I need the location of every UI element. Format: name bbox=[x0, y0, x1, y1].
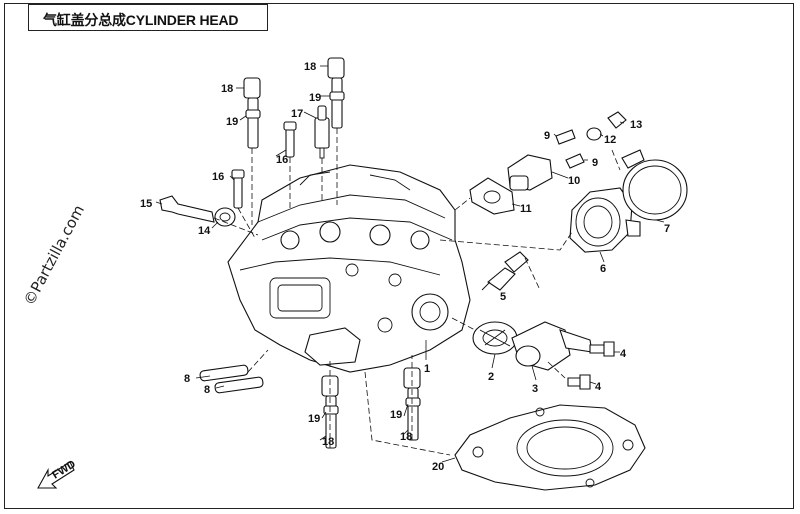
callout-4-lower: 4 bbox=[595, 381, 602, 393]
leader-lines bbox=[155, 65, 665, 463]
callout-6: 6 bbox=[600, 263, 606, 275]
hose-clamp bbox=[621, 149, 688, 221]
callout-8-upper: 8 bbox=[184, 373, 190, 385]
cap-bolt bbox=[607, 111, 627, 129]
chain-tensioner bbox=[507, 154, 553, 191]
callout-19-lower-right: 19 bbox=[390, 409, 402, 421]
callout-3: 3 bbox=[532, 383, 538, 395]
bolt-9-lower bbox=[565, 153, 585, 169]
callout-17: 17 bbox=[291, 108, 303, 120]
callout-19-upper-right: 19 bbox=[309, 92, 321, 104]
title-box: 气缸盖分总成CYLINDER HEAD bbox=[28, 4, 268, 31]
fwd-arrow: FWD bbox=[37, 458, 78, 489]
sealing-washer bbox=[586, 127, 602, 141]
assembly-lines bbox=[213, 128, 621, 456]
diagram-title: 气缸盖分总成CYLINDER HEAD bbox=[43, 12, 239, 28]
head-bolt-lower-left bbox=[321, 375, 339, 449]
callout-1: 1 bbox=[424, 363, 430, 375]
dowel-pin-lower bbox=[214, 376, 264, 394]
callout-4-upper: 4 bbox=[620, 348, 627, 360]
fwd-label: FWD bbox=[50, 458, 78, 481]
head-gasket bbox=[454, 404, 646, 491]
callout-14: 14 bbox=[198, 225, 211, 237]
callout-9-lower: 9 bbox=[592, 157, 598, 169]
callout-12: 12 bbox=[604, 134, 616, 146]
head-bolt-upper-left bbox=[243, 77, 261, 149]
thermostat-cover bbox=[511, 321, 593, 371]
bolt-4-upper bbox=[589, 341, 615, 357]
head-bolt-lower-right bbox=[403, 367, 421, 441]
shaft bbox=[159, 195, 215, 223]
tensioner-gasket bbox=[469, 177, 515, 215]
callout-5: 5 bbox=[500, 291, 506, 303]
callout-20: 20 bbox=[432, 461, 444, 473]
callout-8-lower: 8 bbox=[204, 384, 210, 396]
temperature-sensor bbox=[481, 251, 529, 291]
stud-16-upper bbox=[283, 121, 297, 158]
callout-7: 7 bbox=[664, 223, 670, 235]
callout-10: 10 bbox=[568, 175, 580, 187]
diagram-frame bbox=[4, 3, 794, 509]
callout-19-lower-left: 19 bbox=[308, 413, 320, 425]
callout-18-lower-right: 18 bbox=[400, 431, 412, 443]
thermostat bbox=[472, 321, 518, 355]
callout-16-lower: 16 bbox=[212, 171, 224, 183]
callout-18-upper-left: 18 bbox=[221, 83, 233, 95]
cylinder-head bbox=[227, 164, 471, 373]
callout-2: 2 bbox=[488, 371, 494, 383]
callout-15: 15 bbox=[140, 198, 152, 210]
oil-seal bbox=[214, 207, 236, 227]
callout-18-upper-right: 18 bbox=[304, 61, 316, 73]
callout-18-lower-left: 18 bbox=[322, 436, 334, 448]
callout-16-upper: 16 bbox=[276, 154, 288, 166]
bolt-9-upper bbox=[555, 129, 576, 145]
callouts: 1 2 3 4 4 5 6 7 8 8 9 9 10 11 12 13 14 1… bbox=[140, 61, 670, 473]
bolt-4-lower bbox=[567, 374, 591, 390]
dowel-pin-upper bbox=[199, 364, 249, 382]
spark-plug bbox=[314, 105, 330, 159]
callout-9-upper: 9 bbox=[544, 130, 550, 142]
stud-16-lower bbox=[231, 169, 245, 209]
callout-11: 11 bbox=[520, 203, 532, 215]
callout-13: 13 bbox=[630, 119, 642, 131]
water-pump-housing bbox=[569, 187, 641, 253]
head-bolt-upper-right bbox=[327, 57, 345, 129]
callout-19-upper-left: 19 bbox=[226, 116, 238, 128]
